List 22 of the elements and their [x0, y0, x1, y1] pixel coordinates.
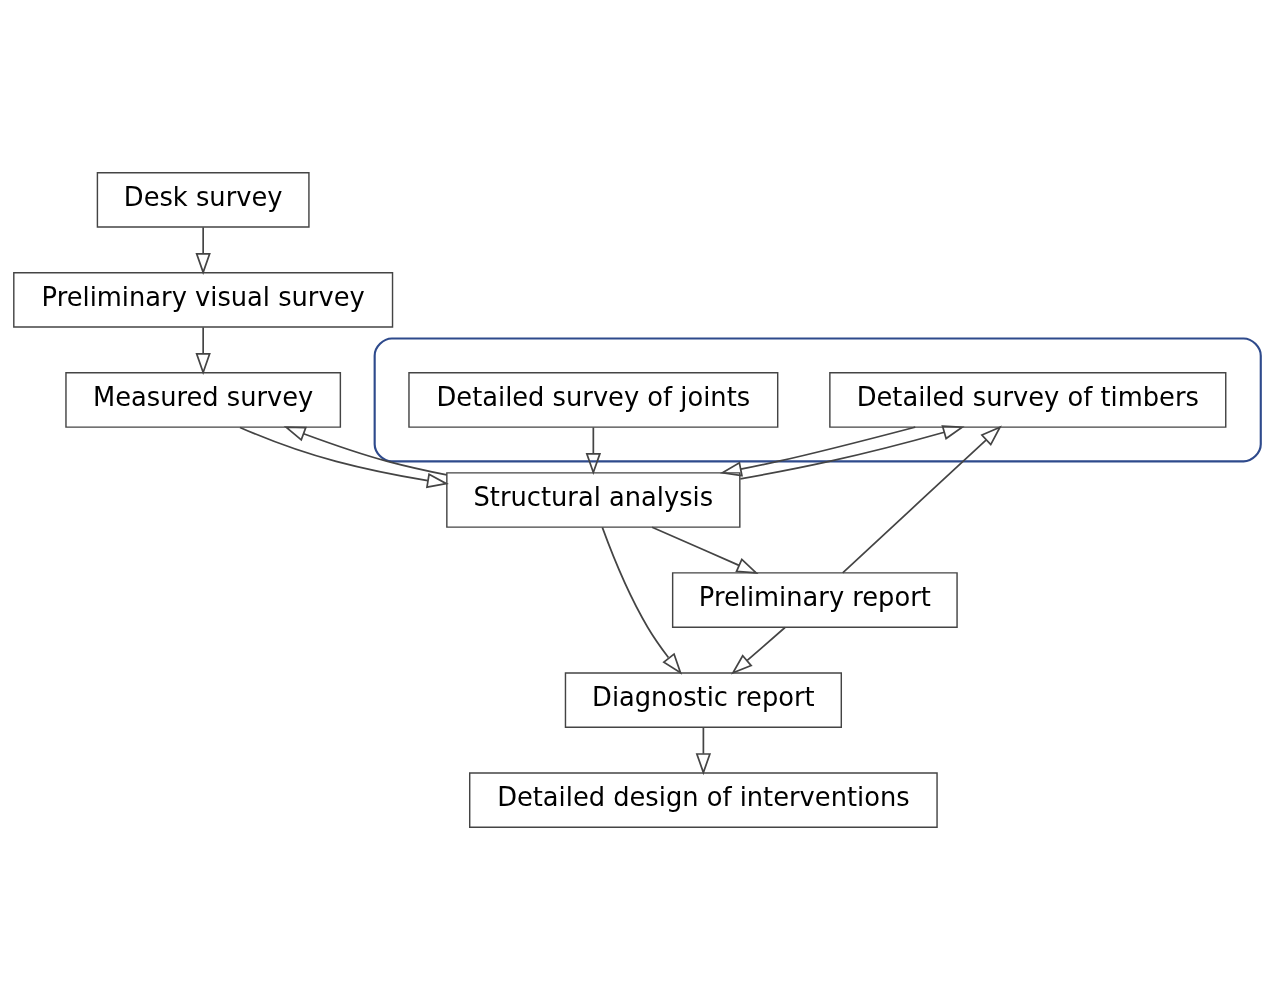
node-box: Structural analysis — [446, 472, 741, 528]
arrow — [841, 425, 1002, 574]
arrow — [739, 425, 965, 480]
cluster — [373, 337, 1262, 463]
node-box: Detailed survey of joints — [408, 372, 779, 428]
node-box: Diagnostic report — [564, 672, 842, 728]
node-box: Preliminary visual survey — [13, 272, 394, 328]
arrow — [195, 326, 211, 376]
arrow — [695, 726, 712, 776]
arrow — [719, 426, 917, 477]
arrow — [195, 226, 211, 275]
node-box: Detailed design of interventions — [469, 772, 938, 828]
node-box: Desk survey — [96, 172, 310, 228]
arrow — [585, 426, 602, 476]
arrow — [731, 626, 786, 675]
arrow — [283, 426, 448, 476]
arrow — [601, 526, 683, 675]
node-box: Preliminary report — [671, 572, 958, 628]
arrow — [651, 526, 759, 574]
arrow — [239, 426, 449, 489]
node-box: Detailed survey of timbers — [829, 372, 1227, 428]
node-box: Measured survey — [65, 372, 342, 428]
